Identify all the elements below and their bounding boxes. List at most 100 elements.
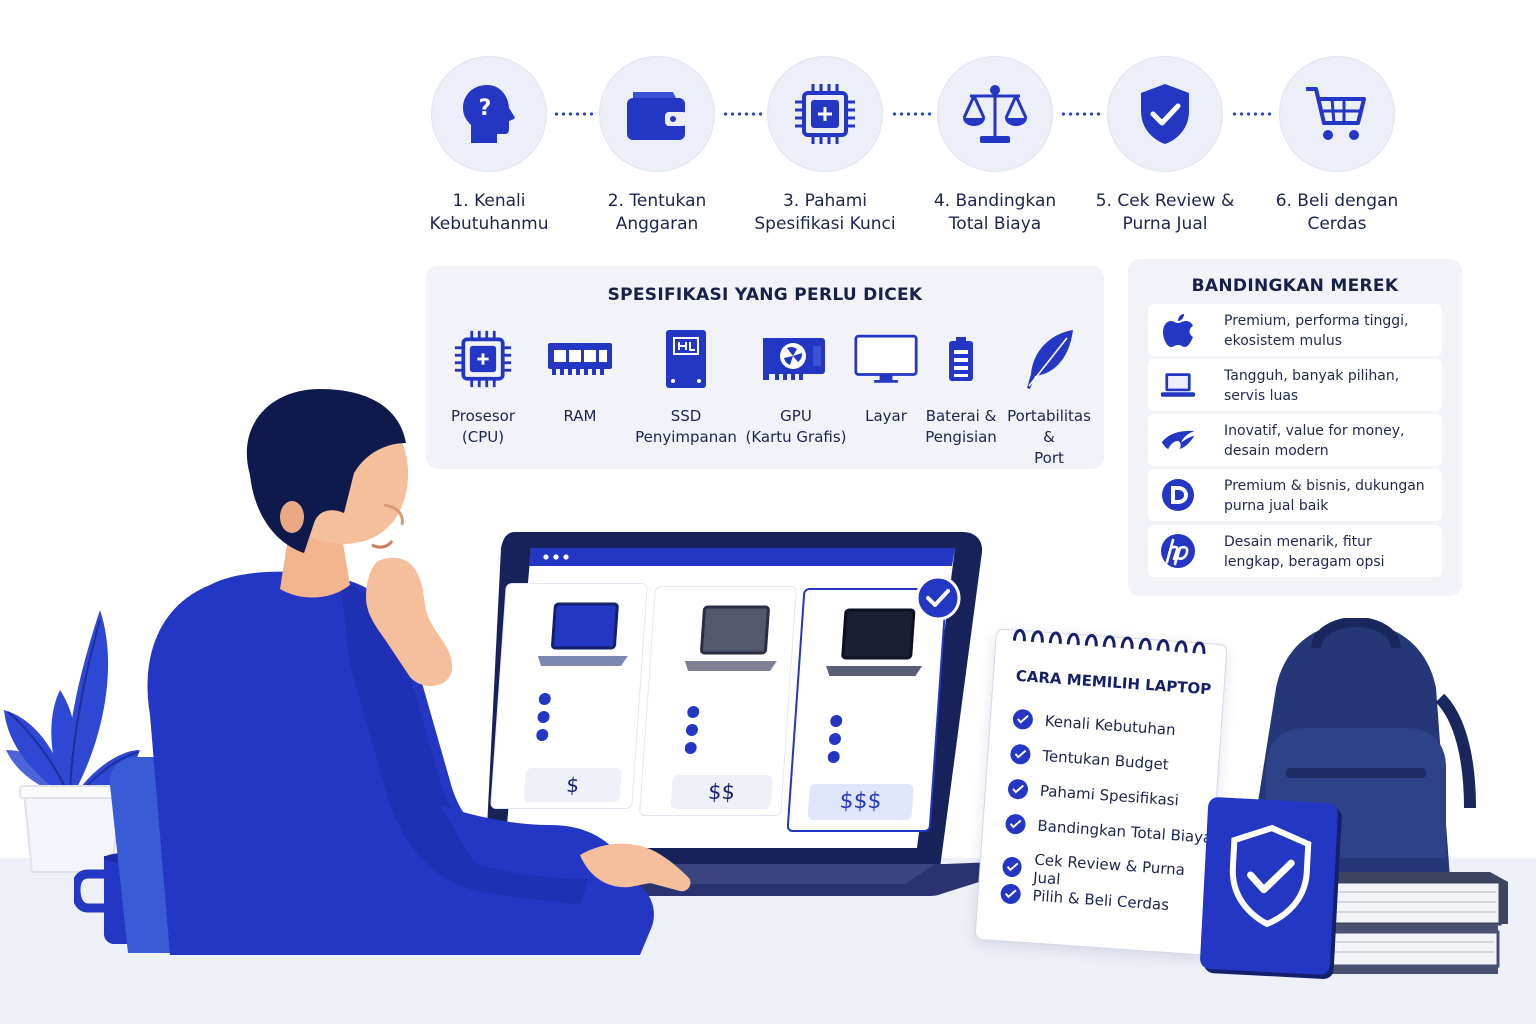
checklist-item-label: Pahami Spesifikasi	[1039, 781, 1180, 810]
wallet-icon	[627, 92, 687, 140]
step-connector	[553, 112, 593, 116]
warranty-card	[1199, 796, 1339, 976]
check-icon	[1001, 856, 1023, 878]
step-circle	[1279, 56, 1395, 172]
step-circle	[767, 56, 883, 172]
check-icon	[1012, 708, 1034, 731]
notepad-title: CARA MEMILIH LAPTOP	[1015, 666, 1212, 699]
checklist-item-label: Kenali Kebutuhan	[1044, 711, 1177, 740]
step-label-line2: Total Biaya	[948, 214, 1042, 234]
spec-item-battery: Baterai &Pengisian	[920, 326, 1002, 448]
laptop-card-1[interactable]: $	[490, 583, 648, 809]
step-label-line2: Anggaran	[615, 214, 699, 234]
spec-label-line1: RAM	[563, 407, 597, 425]
brand-panel-title: BANDINGKAN MEREK	[1191, 276, 1399, 296]
ram-icon	[548, 343, 612, 375]
spec-label-line2: (CPU)	[461, 428, 505, 446]
dell-logo-icon	[1162, 479, 1194, 511]
step-connector	[1060, 112, 1100, 116]
step-label-line1: 2. Tentukan	[607, 191, 707, 211]
spec-panel: SPESIFIKASI YANG PERLU DICEK Prosesor (CP…	[426, 266, 1104, 469]
scale-icon	[962, 85, 1028, 143]
brand-row: Premium, performa tinggi, ekosistem mulus	[1148, 304, 1442, 356]
step-label-line1: 4. Bandingkan	[933, 191, 1057, 211]
apple-logo-icon	[1163, 314, 1193, 347]
laptop-thumb-icon	[684, 605, 777, 671]
laptop-card-3-selected[interactable]: $$$	[786, 588, 948, 832]
step-label-line2: Spesifikasi Kunci	[754, 214, 896, 234]
checklist-item: Pilih & Beli Cerdas	[999, 883, 1170, 915]
spec-label-line2: Penyimpanan	[635, 428, 737, 446]
books-illustration	[1320, 872, 1508, 974]
step-circle	[599, 56, 715, 172]
cpu-icon	[454, 330, 512, 388]
spec-item-ssd: SSD Penyimpanan	[634, 326, 738, 448]
step-label-line1: 6. Beli dengan	[1275, 191, 1399, 211]
check-icon	[830, 715, 843, 727]
spec-item-gpu: GPU(Kartu Grafis)	[742, 326, 850, 448]
step-5: 5. Cek Review &Purna Jual	[1065, 56, 1265, 236]
step-label-line1: 1. Kenali	[452, 191, 526, 211]
head-question-icon: ?	[463, 85, 515, 143]
svg-text:?: ?	[479, 96, 492, 121]
check-icon	[685, 724, 698, 736]
brand-desc-line1: Premium & bisnis, dukungan	[1224, 478, 1425, 494]
price-tag-premium: $$$	[807, 784, 914, 820]
brand-desc-line2: lengkap, beragam opsi	[1224, 554, 1385, 570]
step-connector	[722, 112, 762, 116]
spec-label-line1: SSD	[670, 407, 702, 425]
cart-icon	[1306, 87, 1366, 140]
rog-logo-icon	[1161, 430, 1195, 449]
step-connector	[891, 112, 931, 116]
brand-row: Inovatif, value for money,desain modern	[1148, 414, 1442, 466]
laptop-thumb-icon	[537, 602, 628, 666]
step-label-line2: Cerdas	[1307, 214, 1367, 234]
check-icon	[1009, 743, 1032, 765]
spec-label-line1: Prosesor	[451, 407, 515, 425]
step-label-line1: 3. Pahami	[782, 191, 867, 211]
spec-item-cpu: Prosesor (CPU)	[440, 326, 526, 448]
shield-check-icon	[1229, 824, 1312, 928]
step-circle	[937, 56, 1053, 172]
checklist-item: Pahami Spesifikasi	[1007, 778, 1180, 811]
check-icon	[1007, 778, 1029, 800]
check-icon	[538, 693, 551, 705]
shield-check-icon	[1141, 84, 1189, 144]
checklist-item-label: Tentukan Budget	[1041, 746, 1170, 774]
spec-label-line2: Port	[1034, 449, 1064, 467]
checklist-item: Kenali Kebutuhan	[1012, 708, 1177, 740]
check-icon	[828, 733, 841, 745]
checklist-item-label: Bandingkan Total Biaya	[1036, 816, 1213, 847]
check-icon	[687, 706, 700, 718]
step-connector	[1231, 112, 1271, 116]
brand-desc-line2: ekosistem mulus	[1224, 333, 1343, 349]
hp-logo-icon	[1161, 534, 1195, 568]
brand-desc-line1: Premium, performa tinggi,	[1224, 313, 1409, 329]
laptop-card-2[interactable]: $$	[638, 586, 798, 816]
brand-panel: BANDINGKAN MEREK Premium, performa tingg…	[1128, 259, 1462, 596]
brand-desc-line2: servis luas	[1224, 388, 1299, 404]
step-label-line2: Kebutuhanmu	[429, 214, 549, 234]
gpu-icon	[763, 338, 825, 380]
feather-icon	[1027, 330, 1073, 389]
spec-panel-title: SPESIFIKASI YANG PERLU DICEK	[607, 285, 923, 305]
check-icon	[827, 751, 840, 763]
laptop-logo-icon	[1160, 373, 1196, 397]
brand-desc-line1: Tangguh, banyak pilihan,	[1224, 368, 1400, 384]
spiral-binding-icon	[1012, 628, 1206, 654]
spec-label-line1: GPU	[780, 407, 812, 425]
spec-label-line1: Baterai &	[925, 407, 997, 425]
check-icon	[684, 742, 697, 754]
check-icon	[1004, 813, 1027, 835]
spec-item-portability: Portabilitas &Port	[1000, 326, 1098, 469]
battery-icon	[949, 337, 973, 381]
person-illustration	[147, 389, 691, 955]
spec-item-display: Layar	[854, 326, 918, 427]
step-label-line2: Purna Jual	[1122, 214, 1208, 234]
